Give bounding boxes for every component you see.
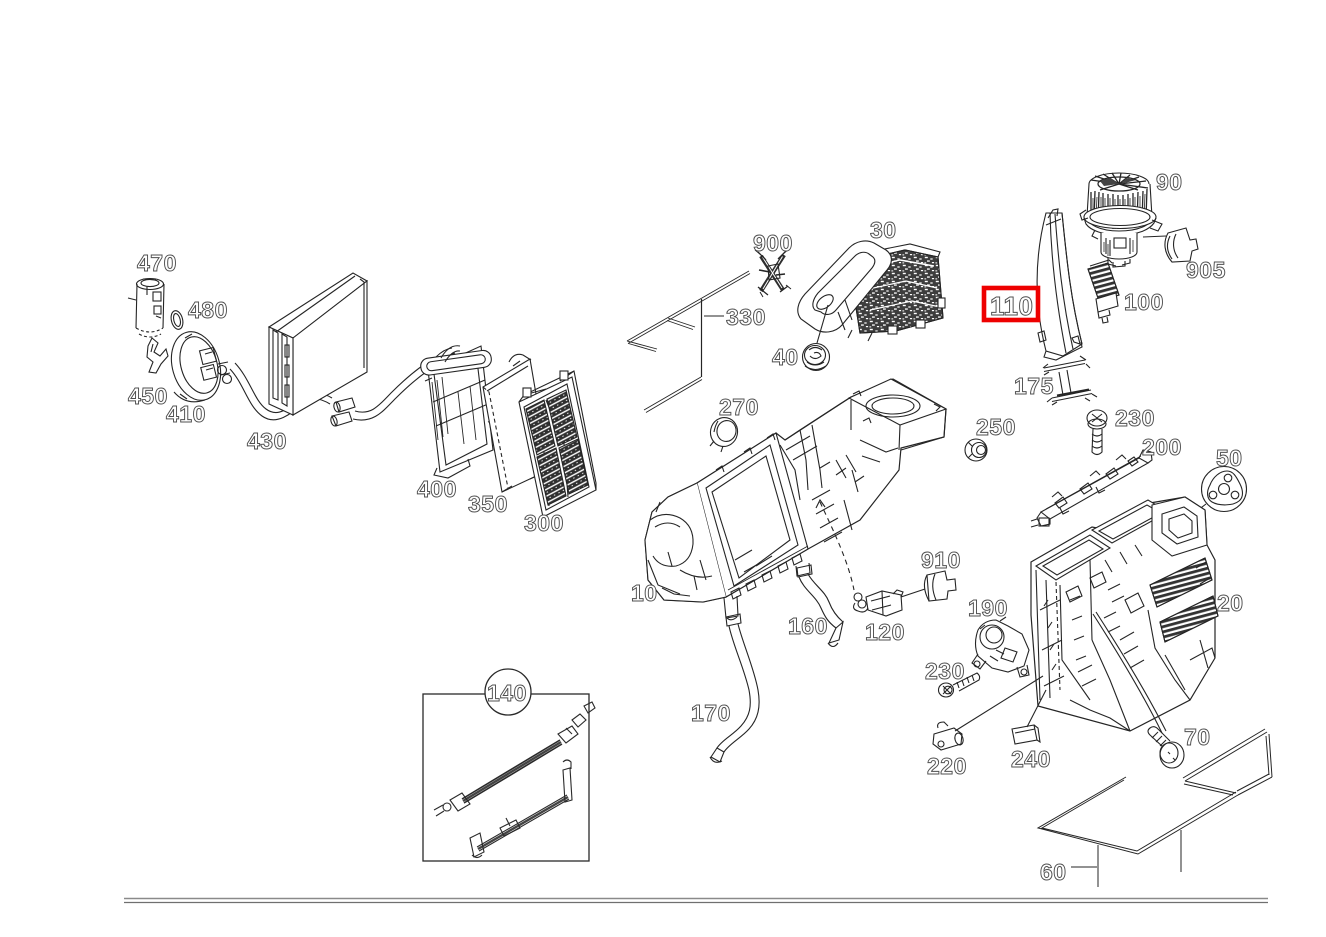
svg-text:910: 910 <box>921 547 961 573</box>
svg-text:430: 430 <box>247 428 287 454</box>
svg-text:480: 480 <box>188 297 228 323</box>
svg-text:100: 100 <box>1124 289 1164 315</box>
svg-text:60: 60 <box>1040 859 1067 885</box>
svg-text:410: 410 <box>166 401 206 427</box>
svg-text:200: 200 <box>1142 434 1182 460</box>
svg-text:270: 270 <box>719 394 759 420</box>
svg-text:400: 400 <box>417 476 457 502</box>
svg-text:330: 330 <box>726 304 766 330</box>
svg-text:140: 140 <box>487 680 527 706</box>
svg-text:10: 10 <box>631 580 658 606</box>
svg-text:230: 230 <box>1115 405 1155 431</box>
svg-text:300: 300 <box>524 510 564 536</box>
svg-text:110: 110 <box>990 291 1033 321</box>
svg-text:190: 190 <box>968 595 1008 621</box>
svg-text:20: 20 <box>1217 590 1244 616</box>
svg-text:70: 70 <box>1184 724 1211 750</box>
svg-text:220: 220 <box>927 753 967 779</box>
svg-text:250: 250 <box>976 414 1016 440</box>
svg-text:470: 470 <box>137 250 177 276</box>
svg-text:50: 50 <box>1216 445 1243 471</box>
svg-text:905: 905 <box>1186 257 1226 283</box>
svg-text:120: 120 <box>865 619 905 645</box>
svg-text:30: 30 <box>870 217 897 243</box>
svg-text:90: 90 <box>1156 169 1183 195</box>
svg-text:175: 175 <box>1014 373 1054 399</box>
svg-text:40: 40 <box>772 344 799 370</box>
svg-text:170: 170 <box>691 700 731 726</box>
svg-text:450: 450 <box>128 383 168 409</box>
svg-text:350: 350 <box>468 491 508 517</box>
svg-text:230: 230 <box>925 658 965 684</box>
svg-text:240: 240 <box>1011 746 1051 772</box>
svg-text:900: 900 <box>753 230 793 256</box>
svg-text:160: 160 <box>788 613 828 639</box>
